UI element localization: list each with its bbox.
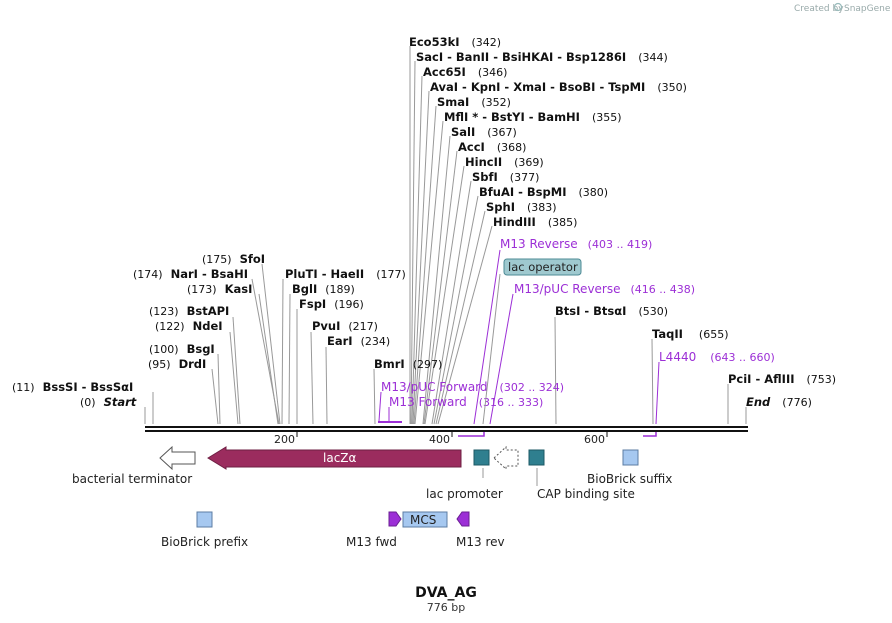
enzyme-site-bfuai-group: BfuAI - BspMI(380) xyxy=(479,185,608,199)
enzyme-label-group-left: (175)SfoI (174)NarI - BsaHI (173)KasI Pl… xyxy=(12,252,442,409)
lac-operator-label: lac operator xyxy=(508,260,578,274)
sequence-backbone xyxy=(145,426,748,432)
bacterial-terminator-label: bacterial terminator xyxy=(72,472,192,486)
biobrick-prefix-label: BioBrick prefix xyxy=(161,535,248,549)
enzyme-site-saci-group: SacI - BanII - BsiHKAI - Bsp1286I(344) xyxy=(416,50,668,64)
primer-m13-puc-reverse: M13/pUC Reverse(416 .. 438) xyxy=(514,282,695,296)
enzyme-site-acci: AccI(368) xyxy=(458,140,526,154)
brand-name: SnapGene xyxy=(844,4,891,14)
snapgene-logo-icon xyxy=(833,2,843,12)
mcs-label: MCS xyxy=(410,513,436,527)
cap-binding-site-label: CAP binding site xyxy=(537,487,635,501)
m13-fwd-label: M13 fwd xyxy=(346,535,397,549)
enzyme-site-pvui: PvuI(217) xyxy=(312,319,378,333)
enzyme-site-kasi: (173)KasI xyxy=(187,282,252,296)
primer-group: M13 Reverse(403 .. 419) M13/pUC Reverse(… xyxy=(378,237,775,437)
enzyme-site-hindiii: HindIII(385) xyxy=(493,215,577,229)
enzyme-label-group-right: BtsI - BtsαI(530) TaqII(655) PciI - AflI… xyxy=(555,304,836,409)
lac-operator-feature: lac operator xyxy=(482,258,582,425)
lacza-label: lacZα xyxy=(323,451,357,465)
enzyme-site-sfoi: (175)SfoI xyxy=(202,252,265,266)
primer-m13-forward: M13 Forward(316 .. 333) xyxy=(389,395,543,409)
enzyme-site-acc65i: Acc65I(346) xyxy=(423,65,507,79)
map-title: DVA_AG xyxy=(415,585,477,601)
m13-rev-arrow xyxy=(456,511,470,527)
cap-binding-site-box xyxy=(528,449,545,466)
primer-m13-reverse: M13 Reverse(403 .. 419) xyxy=(500,237,652,251)
enzyme-site-bstapi: (123)BstAPI xyxy=(149,304,229,318)
ruler: 200 400 600 xyxy=(274,431,608,446)
mcs-box xyxy=(402,511,448,528)
brand-prefix: Created by xyxy=(794,4,844,14)
biobrick-suffix-box xyxy=(622,449,639,466)
enzyme-site-fspi: FspI(196) xyxy=(299,297,364,311)
enzyme-site-sphi: SphI(383) xyxy=(486,200,557,214)
enzyme-label-group: Eco53kI(342) SacI - BanII - BsiHKAI - Bs… xyxy=(409,35,687,229)
m13-fwd-arrow xyxy=(388,511,402,527)
biobrick-suffix-label: BioBrick suffix xyxy=(587,472,672,486)
bacterial-terminator-arrow xyxy=(159,445,196,471)
sequence-end-label: End(776) xyxy=(746,395,812,409)
ruler-tick-600: 600 xyxy=(584,433,605,446)
lacza-arrow xyxy=(207,446,462,470)
enzyme-site-bmri: BmrI(297) xyxy=(374,357,442,371)
enzyme-site-eari: EarI(234) xyxy=(327,334,390,348)
m13-rev-label: M13 rev xyxy=(456,535,505,549)
enzyme-site-btsi-group: BtsI - BtsαI(530) xyxy=(555,304,668,318)
ruler-tick-200: 200 xyxy=(274,433,295,446)
enzyme-connectors xyxy=(144,46,747,425)
primer-m13-puc-forward: M13/pUC Forward(302 .. 324) xyxy=(381,380,564,394)
lac-operator-box xyxy=(473,449,490,466)
enzyme-site-bgli: BglI(189) xyxy=(292,282,355,296)
enzyme-site-mfli-group: MflI * - BstYI - BamHI(355) xyxy=(444,110,622,124)
enzyme-site-hincii: HincII(369) xyxy=(465,155,544,169)
enzyme-site-nari-group: (174)NarI - BsaHI xyxy=(133,267,248,281)
biobrick-prefix-box xyxy=(196,511,213,528)
enzyme-site-pcii-group: PciI - AflIII(753) xyxy=(728,372,836,386)
enzyme-site-smai: SmaI(352) xyxy=(437,95,511,109)
enzyme-site-taqii: TaqII(655) xyxy=(652,327,729,341)
map-length: 776 bp xyxy=(427,601,465,614)
primer-l4440: L4440(643 .. 660) xyxy=(659,350,775,364)
lac-promoter-label: lac promoter xyxy=(426,487,503,501)
enzyme-site-avai-group: AvaI - KpnI - XmaI - BsoBI - TspMI(350) xyxy=(430,80,687,94)
enzyme-site-sali: SalI(367) xyxy=(451,125,517,139)
features-row: bacterial terminator lacZα lac promoter … xyxy=(72,445,672,549)
enzyme-site-sbfi: SbfI(377) xyxy=(472,170,539,184)
enzyme-site-pluti-group: PluTI - HaeII(177) xyxy=(285,267,406,281)
lac-promoter-arrow xyxy=(493,445,519,471)
enzyme-site-eco53ki: Eco53kI(342) xyxy=(409,35,501,49)
enzyme-site-drdi: (95)DrdI xyxy=(148,357,206,371)
enzyme-site-bsssi-group: (11)BssSI - BssSαI xyxy=(12,380,133,394)
enzyme-site-ndei: (122)NdeI xyxy=(155,319,223,333)
enzyme-site-bsgi: (100)BsgI xyxy=(149,342,215,356)
sequence-start-label: (0)Start xyxy=(80,395,137,409)
ruler-tick-400: 400 xyxy=(429,433,450,446)
